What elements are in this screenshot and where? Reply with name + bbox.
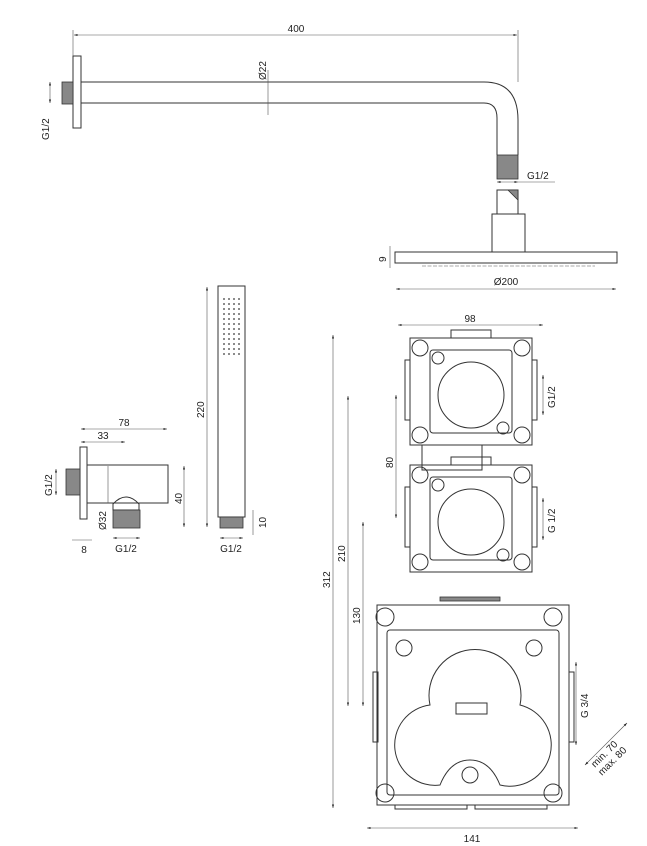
nozzle-dot: [233, 343, 235, 345]
hand-shower-length-label: 220: [196, 401, 207, 418]
total-height-label: 312: [322, 571, 333, 588]
concealed-valve-body: 98 312 210 130 80 G1/2 G 1/2 G 3/4 141 m…: [322, 314, 630, 845]
nozzle-dot: [228, 303, 230, 305]
diverter-module: [404, 456, 538, 573]
nozzle-dot: [223, 333, 225, 335]
nozzle-dot: [233, 313, 235, 315]
nozzle-dot: [228, 313, 230, 315]
hand-shower-thread-label: G1/2: [220, 544, 242, 555]
nozzle-dot: [238, 348, 240, 350]
outlet-2-label: G 1/2: [547, 508, 558, 533]
head-thickness-label: 9: [378, 256, 389, 262]
arm-length-label: 400: [288, 24, 305, 35]
elbow-flange-label: 8: [81, 545, 87, 556]
nozzle-dot: [233, 338, 235, 340]
nozzle-dot: [233, 333, 235, 335]
nozzle-dot: [238, 338, 240, 340]
nozzle-dot: [233, 348, 235, 350]
nozzle-dot: [238, 343, 240, 345]
nozzle-dot: [238, 333, 240, 335]
nozzle-dot: [233, 318, 235, 320]
nozzle-dot: [223, 318, 225, 320]
nozzle-dot: [238, 303, 240, 305]
nozzle-dot: [223, 313, 225, 315]
nozzle-dot: [223, 323, 225, 325]
hand-shower: 220 10 G1/2: [196, 285, 269, 555]
nozzle-dot: [223, 303, 225, 305]
elbow-offset-label: 33: [97, 431, 109, 442]
nozzle-dot: [228, 328, 230, 330]
nozzle-dot: [223, 343, 225, 345]
nozzle-dot: [223, 328, 225, 330]
nozzle-dot: [228, 338, 230, 340]
arm-wall-thread-label: G1/2: [41, 118, 52, 140]
height-130-label: 130: [352, 607, 363, 624]
nozzle-dot: [233, 353, 235, 355]
module-width-label: 98: [464, 314, 476, 325]
nozzle-dot: [238, 313, 240, 315]
nozzle-dot: [228, 318, 230, 320]
base-width-label: 141: [464, 834, 481, 845]
arm-outlet-thread-label: G1/2: [527, 171, 549, 182]
nozzle-dot: [223, 338, 225, 340]
elbow-length-label: 78: [118, 418, 130, 429]
nozzle-dot: [228, 333, 230, 335]
nozzle-dot: [228, 343, 230, 345]
nozzle-dot: [223, 298, 225, 300]
elbow-height-label: 40: [174, 492, 185, 504]
nozzle-dot: [238, 353, 240, 355]
nozzle-dot: [238, 323, 240, 325]
nozzle-dot: [233, 303, 235, 305]
elbow-outlet-thread-label: G1/2: [115, 544, 137, 555]
shower-arm: 400 Ø22 G1/2 G1/2: [41, 24, 555, 184]
nozzle-dot: [228, 353, 230, 355]
nozzle-dot: [233, 323, 235, 325]
shower-head: 9 Ø200: [378, 189, 618, 291]
nozzle-dot: [223, 353, 225, 355]
inlet-label: G 3/4: [580, 693, 591, 718]
nozzle-dot: [228, 308, 230, 310]
hand-shower-thread-length-label: 10: [258, 516, 269, 528]
nozzle-dot: [233, 328, 235, 330]
nozzle-dot: [228, 323, 230, 325]
arm-diameter-label: Ø22: [258, 61, 269, 80]
nozzle-dot: [228, 298, 230, 300]
nozzle-dot: [238, 298, 240, 300]
nozzle-dot: [238, 318, 240, 320]
nozzle-dot: [223, 348, 225, 350]
elbow-inlet-thread-label: G1/2: [44, 474, 55, 496]
elbow-diameter-label: Ø32: [98, 511, 109, 530]
nozzle-dot: [228, 348, 230, 350]
module-spacing-label: 80: [385, 456, 396, 468]
nozzle-dot: [233, 308, 235, 310]
wall-elbow: 78 33 40 Ø32 G1/2 8 G1/2: [44, 418, 186, 556]
nozzle-dot: [233, 298, 235, 300]
height-210-label: 210: [337, 545, 348, 562]
head-diameter-label: Ø200: [494, 277, 519, 288]
nozzle-dot: [238, 308, 240, 310]
outlet-1-label: G1/2: [547, 386, 558, 408]
diverter-module: [404, 329, 538, 446]
nozzle-dot: [238, 328, 240, 330]
nozzle-dot: [223, 308, 225, 310]
